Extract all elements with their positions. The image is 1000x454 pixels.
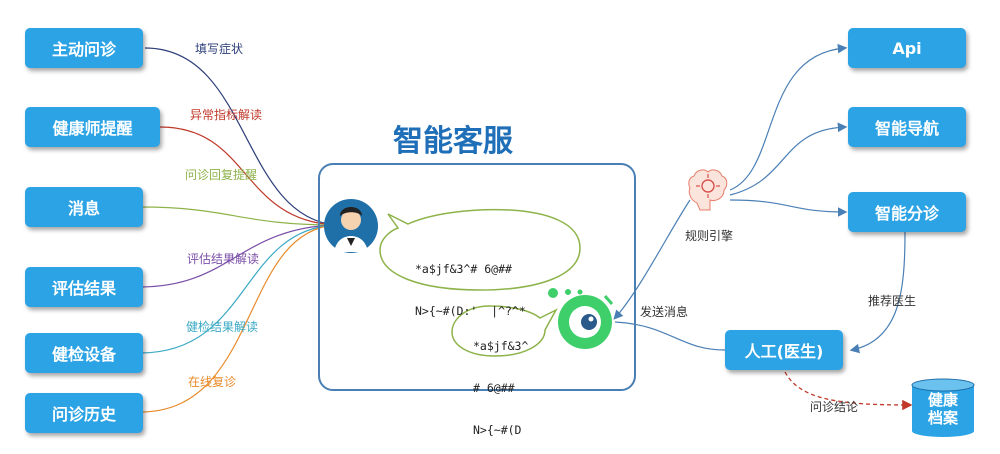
page-title: 智能客服 — [393, 124, 513, 159]
line-triage-to-human — [849, 231, 906, 354]
line-conclusion — [784, 371, 913, 411]
health-device-box[interactable]: 健检设备 — [25, 333, 143, 373]
label-online-revisit: 在线复诊 — [188, 375, 237, 389]
line-api — [729, 43, 848, 191]
label-rule-engine: 规则引擎 — [685, 229, 734, 243]
line-health-reminder — [159, 126, 336, 226]
user-speech-bubble — [379, 208, 581, 291]
user-bubble-line-2: N>{~#(D:' |^?^* — [415, 304, 526, 318]
assessment-result-box[interactable]: 评估结果 — [25, 267, 143, 307]
line-triage — [729, 199, 848, 217]
line-history — [139, 224, 336, 413]
smart-triage-box[interactable]: 智能分诊 — [848, 192, 966, 232]
health-record-cylinder — [911, 378, 975, 437]
label-diagnosis-conclusion: 问诊结论 — [810, 400, 859, 414]
health-record-line-1: 健康 — [927, 391, 958, 409]
label-reply-reminder: 问诊回复提醒 — [185, 168, 258, 182]
label-fill-symptoms: 填写症状 — [195, 42, 244, 56]
message-box[interactable]: 消息 — [25, 187, 143, 227]
line-device — [139, 224, 336, 354]
user-avatar — [324, 199, 378, 253]
label-checkup-interpretation: 健检结果解读 — [186, 320, 259, 334]
user-bubble-line-1: *a$jf&3^# 6@## — [415, 262, 512, 276]
customer-service-frame — [318, 163, 636, 391]
label-assessment-interpretation: 评估结果解读 — [187, 252, 260, 266]
line-rule-to-bot — [613, 199, 691, 320]
user-bubble-text: *a$jf&3^# 6@## N>{~#(D:' |^?^* — [415, 234, 526, 332]
health-reminder-box[interactable]: 健康师提醒 — [25, 107, 160, 147]
bot-bubble-line-1: *a$jf&3^ — [473, 339, 529, 353]
bot-bubble-line-2: # 6@## — [473, 381, 515, 395]
line-active-inquiry — [144, 47, 338, 230]
line-message — [139, 206, 336, 226]
bot-icon — [548, 288, 614, 349]
inquiry-history-box[interactable]: 问诊历史 — [25, 393, 143, 433]
bot-bubble-line-3: N>{~#(D — [473, 423, 522, 437]
line-human-to-bot — [614, 321, 726, 351]
label-recommend-doctor: 推荐医生 — [868, 294, 917, 308]
health-record-label: 健康 档案 — [912, 391, 974, 427]
line-navigation — [729, 122, 848, 196]
human-doctor-box[interactable]: 人工(医生) — [725, 330, 843, 370]
bot-bubble-text: *a$jf&3^ # 6@## N>{~#(D — [473, 311, 528, 451]
health-record-line-2: 档案 — [927, 409, 958, 427]
api-box[interactable]: Api — [848, 28, 966, 68]
smart-navigation-box[interactable]: 智能导航 — [848, 107, 966, 147]
label-abnormal-indicator: 异常指标解读 — [190, 108, 263, 122]
label-send-message: 发送消息 — [640, 305, 689, 319]
line-assessment — [139, 224, 336, 288]
brain-icon — [688, 169, 728, 211]
bot-speech-bubble — [451, 305, 558, 357]
active-inquiry-box[interactable]: 主动问诊 — [25, 28, 143, 68]
